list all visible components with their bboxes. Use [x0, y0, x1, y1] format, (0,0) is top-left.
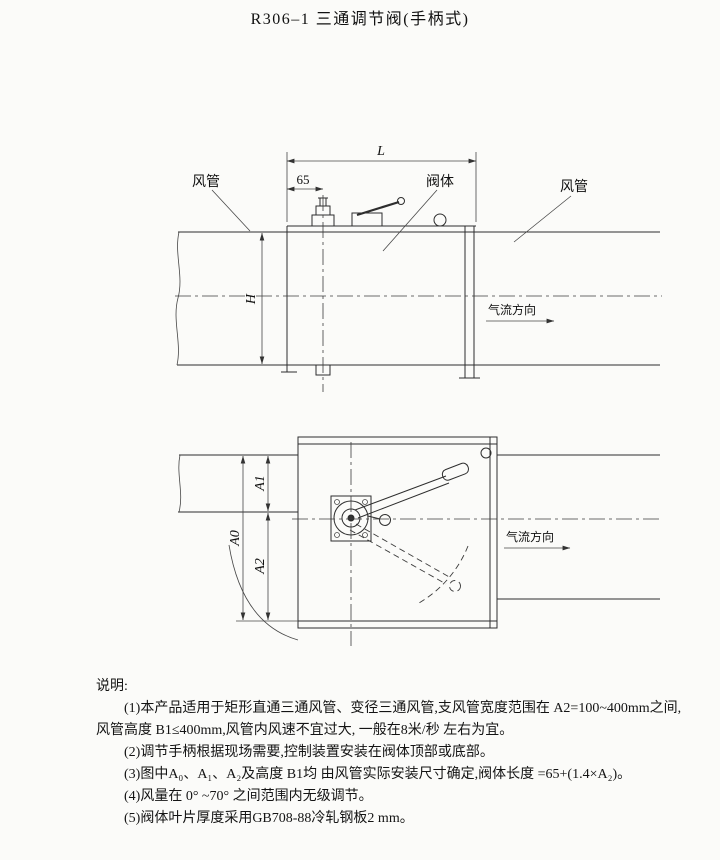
dimension-A0: A0 — [228, 455, 246, 621]
side-view-centerlines — [175, 195, 662, 392]
airflow-label: 气流方向 — [488, 302, 536, 317]
airflow-label: 气流方向 — [506, 529, 554, 544]
plan-view-handle-mechanism — [330, 462, 470, 542]
airflow-direction-plan-view: 气流方向 — [504, 529, 571, 551]
label-valve-body: 阀体 — [426, 174, 454, 190]
callout-duct-left: 风管 — [192, 174, 251, 232]
dimension-A1: A1 — [253, 455, 271, 512]
plan-view-ducts — [178, 454, 660, 641]
note-item-1: (1)本产品适用于矩形直通三通风管、变径三通风管,支风管宽度范围在 A2=100… — [96, 701, 682, 738]
dim-label-A0: A0 — [228, 530, 243, 547]
label-duct-left: 风管 — [192, 174, 220, 190]
dimension-L: L — [286, 144, 477, 222]
dimension-H: H — [244, 232, 265, 365]
dimension-65: 65 — [286, 172, 324, 192]
callout-valve-body: 阀体 — [382, 174, 454, 252]
page-title: R306–1 三通调节阀(手柄式) — [250, 11, 470, 28]
callout-duct-right: 风管 — [513, 179, 588, 243]
note-item-3: (3)图中A₀、A₁、A₂及高度 B1均 由风管实际安装尺寸确定,阀体长度 =6… — [124, 767, 632, 782]
plan-view: A1 A2 A0 气流方向 — [178, 436, 660, 646]
dim-label-A2: A2 — [253, 558, 268, 575]
dim-label-A1: A1 — [253, 475, 268, 492]
notes-section: 说明: (1)本产品适用于矩形直通三通风管、变径三通风管,支风管宽度范围在 A2… — [96, 676, 690, 830]
note-item-4: (4)风量在 0° ~70° 之间范围内无级调节。 — [124, 789, 373, 804]
airflow-direction-side-view: 气流方向 — [486, 302, 555, 324]
plan-view-blade-swing-range — [349, 523, 469, 604]
notes-heading: 说明: — [96, 679, 128, 694]
dim-label-L: L — [376, 144, 385, 159]
side-view: L 65 H 风管 阀体 风管 气 — [175, 144, 662, 392]
plan-view-centerlines — [292, 442, 660, 646]
label-duct-right: 风管 — [560, 179, 588, 195]
dim-label-65: 65 — [297, 172, 310, 187]
dimension-A2: A2 — [236, 512, 298, 622]
plan-view-valve-body — [297, 436, 498, 629]
note-item-2: (2)调节手柄根据现场需要,控制装置安装在阀体顶部或底部。 — [124, 745, 494, 760]
side-view-duct — [175, 231, 660, 366]
dim-label-H: H — [244, 293, 259, 305]
side-view-valve-body — [281, 225, 480, 379]
note-item-5: (5)阀体叶片厚度采用GB708-88冷轧钢板2 mm。 — [124, 811, 414, 826]
